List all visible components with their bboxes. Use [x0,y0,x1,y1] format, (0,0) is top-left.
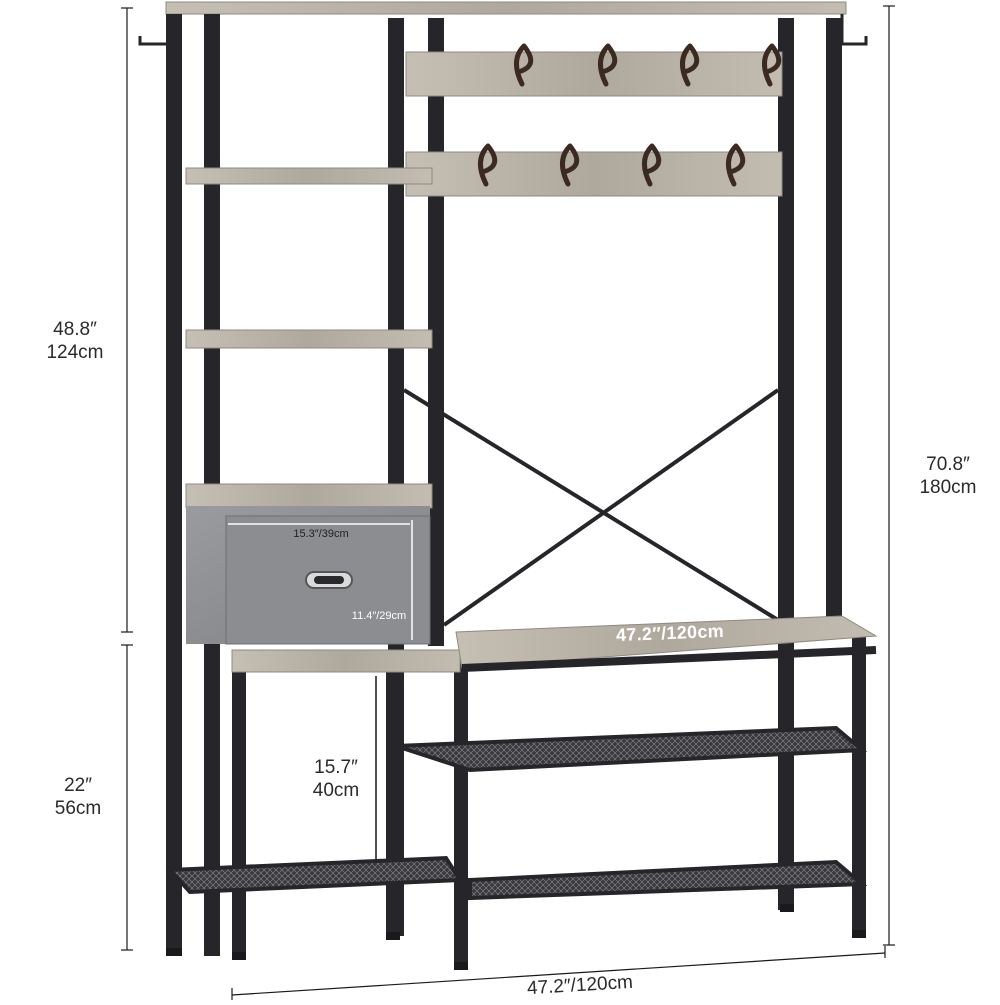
lower-height-label: 22″ 56cm [40,774,116,820]
cross-brace [402,388,780,627]
shelf-clearance-label: 15.7″ 40cm [300,756,372,802]
total-height-label: 70.8″ 180cm [898,453,998,499]
left-shelves [185,167,433,509]
side-hook-right [840,14,868,46]
coat-hooks [478,43,782,187]
seat-bench [455,615,878,669]
hook-board-lower [405,151,783,197]
lower-height-inch: 22″ [64,775,92,796]
total-width-line [231,952,886,996]
upper-height-cm: 124cm [46,342,104,363]
feet [166,904,866,970]
lower-left-board [231,649,461,673]
hook-board-upper [405,51,783,97]
fabric-drawer [186,506,431,645]
side-hook-left [138,14,170,46]
upper-height-inch: 48.8″ [53,319,97,340]
right-frame [454,18,866,966]
upper-height-label: 48.8″ 124cm [30,318,120,364]
shelf-clearance-cm: 40cm [312,780,360,801]
total-height-inch: 70.8″ [926,454,970,475]
drawer-width-label: 15.3″/39cm [293,528,349,540]
lower-height-cm: 56cm [54,798,102,819]
shelf-clearance-inch: 15.7″ [314,757,358,778]
drawer-dimension-lines [228,520,413,640]
total-height-cm: 180cm [919,477,977,498]
drawer-height-label: 11.4″/29cm [351,610,407,622]
top-board [165,1,847,15]
shoe-shelves [165,725,868,901]
dimension-lines [121,5,895,1000]
